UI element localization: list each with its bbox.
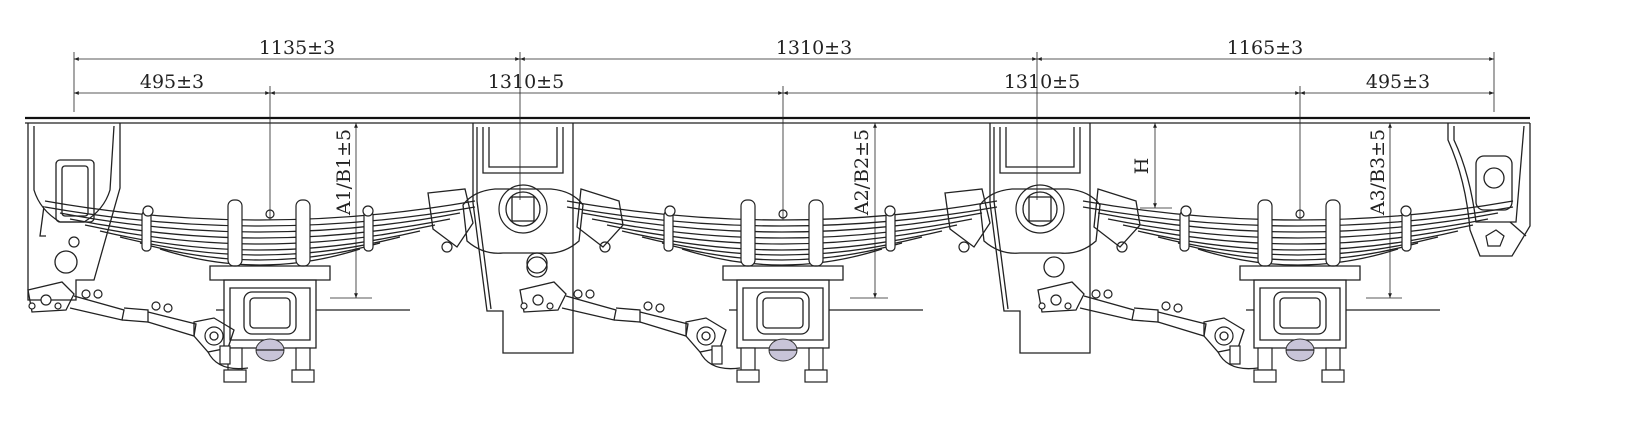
front-hanger: [27, 123, 121, 301]
middle-hanger-1: [427, 122, 624, 354]
top-dimension-row: 1135±3 1310±3 1165±3: [74, 37, 1494, 61]
dim-vertical-a3b3: A3/B3±5: [1367, 129, 1389, 216]
leaf-spring-1: [44, 200, 476, 266]
vertical-dimensions: A1/B1±5 A2/B2±5 H A3/B3±5: [330, 123, 1402, 299]
dim-second-2: 1310±5: [488, 71, 564, 93]
torque-rod-1: [27, 281, 249, 370]
dim-second-4: 495±3: [1366, 71, 1430, 93]
chassis-frame: [25, 116, 1530, 124]
dim-vertical-a2b2: A2/B2±5: [851, 129, 873, 216]
rear-hanger: [1447, 123, 1531, 257]
second-dimension-row: 495±3 1310±5 1310±5 495±3: [74, 71, 1494, 95]
axle-seat-1: [209, 199, 411, 383]
torque-rod-2: [519, 281, 741, 370]
dim-top-1: 1135±3: [259, 37, 335, 59]
middle-hanger-2: [944, 122, 1141, 354]
dimension-extension-lines: [73, 52, 1495, 220]
dim-second-3: 1310±5: [1004, 71, 1080, 93]
dim-second-1: 495±3: [140, 71, 204, 93]
torque-rod-3: [1037, 281, 1259, 370]
dim-vertical-a1b1: A1/B1±5: [333, 129, 355, 216]
dim-vertical-h: H: [1131, 158, 1153, 175]
dim-top-3: 1165±3: [1227, 37, 1303, 59]
dim-top-2: 1310±3: [776, 37, 852, 59]
